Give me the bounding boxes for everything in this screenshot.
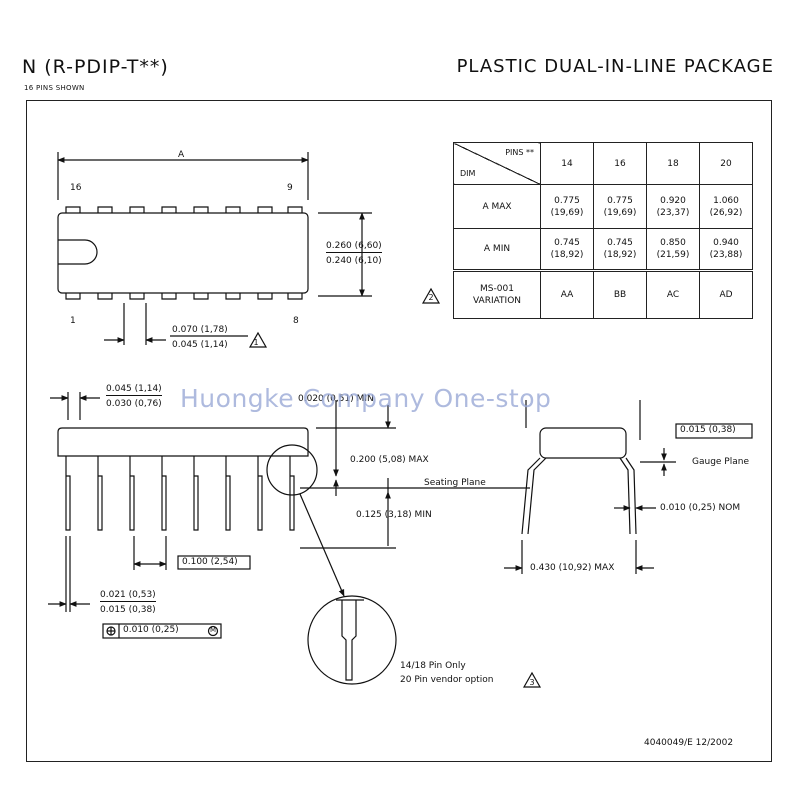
lead-min-label: 0.045 (1,14) [172,340,228,350]
metric-cell: (23,37) [656,207,690,218]
pins-shown-note: 16 PINS SHOWN [24,84,85,92]
lead-width-max-label: 0.021 (0,53) [100,590,156,602]
value-cell: 0.775 [554,195,580,206]
top-view-body [57,212,309,294]
span-max-label: 0.430 (10,92) MAX [530,563,615,573]
lead-max-label: 0.070 (1,78) [172,325,228,335]
dim-a-label: A [178,150,185,160]
metric-cell: (19,69) [603,207,637,218]
table-row: A MAX 0.775(19,69) 0.775(19,69) 0.920(23… [453,184,753,229]
pins-14: 14 [540,142,594,185]
top-view-pins-bottom [65,293,303,300]
row-label: A MAX [453,184,541,229]
metric-cell: (23,88) [709,250,743,260]
detail-note-1: 14/18 Pin Only [400,661,466,671]
value-cell: 0.775 [607,195,633,206]
variation-label-2: VARIATION [472,296,522,306]
pitch-label: 0.100 (2,54) [182,557,238,567]
value-cell: 0.940 [713,238,739,248]
width-min-label: 0.240 (6,10) [326,256,382,266]
watermark-text: Huongke Company One-stop [180,384,552,413]
variation-label-1: MS-001 [480,284,514,294]
lead-width-min-label: 0.015 (0,38) [100,605,156,615]
pin-1-label: 1 [70,316,76,326]
gauge-plane-label: Gauge Plane [692,457,749,467]
value-cell: 0.850 [660,238,686,248]
corner-dim: DIM [460,169,476,178]
variation-cell: BB [593,270,647,319]
pin-8-label: 8 [293,316,299,326]
row-label: A MIN [453,228,541,271]
pins-16: 16 [593,142,647,185]
tolerance-label: 0.010 (0,25) [123,625,179,635]
pin-16-label: 16 [70,183,82,193]
side-view-leads [65,456,295,531]
seat-clearance-label: 0.020 (0,51) MIN [298,394,374,404]
table-row: A MIN 0.745 (18,92) 0.745 (18,92) 0.850 (21… [453,228,753,271]
svg-text:2: 2 [428,293,433,302]
lead-thickness-label: 0.010 (0,25) NOM [660,503,741,513]
height-max-label: 0.200 (5,08) MAX [350,455,429,465]
thickness-label: 0.015 (0,38) [680,425,736,435]
package-code: N (R-PDIP-T**) [22,56,169,78]
table-corner-cell: PINS ** DIM [453,142,541,185]
value-cell: 1.060 [713,195,739,206]
pin-9-label: 9 [287,183,293,193]
document-id: 4040049/E 12/2002 [644,738,734,748]
value-cell: 0.745 [607,238,633,248]
pins-18: 18 [646,142,700,185]
metric-cell: (21,59) [656,250,690,260]
variation-cell: AC [646,270,700,319]
metric-cell: (26,92) [709,207,743,218]
lead-length-label: 0.125 (3,18) MIN [356,510,432,520]
dimension-table: PINS ** DIM 14 16 18 20 A MAX 0.775(19,6… [453,142,753,319]
metric-cell: (18,92) [603,250,637,260]
detail-note-2: 20 Pin vendor option [400,675,494,685]
svg-text:1: 1 [253,338,258,347]
value-cell: 0.745 [554,238,580,248]
drawing-frame [26,100,772,762]
seating-plane-label: Seating Plane [424,478,486,488]
variation-cell: AA [540,270,594,319]
endlead-min-label: 0.030 (0,76) [106,399,162,409]
end-view-body [539,427,627,459]
top-view-pins-top [65,206,303,213]
width-max-label: 0.260 (6,60) [326,241,382,253]
endlead-max-label: 0.045 (1,14) [106,384,162,396]
metric-cell: (18,92) [550,250,584,260]
side-view-body [57,427,309,457]
package-name: PLASTIC DUAL-IN-LINE PACKAGE [456,56,774,77]
metric-cell: (19,69) [550,207,584,218]
tolerance-modifier: M [210,626,217,634]
pins-20: 20 [699,142,753,185]
variation-cell: AD [699,270,753,319]
svg-text:3: 3 [529,678,534,687]
value-cell: 0.920 [660,195,686,206]
corner-pins: PINS ** [505,148,534,157]
